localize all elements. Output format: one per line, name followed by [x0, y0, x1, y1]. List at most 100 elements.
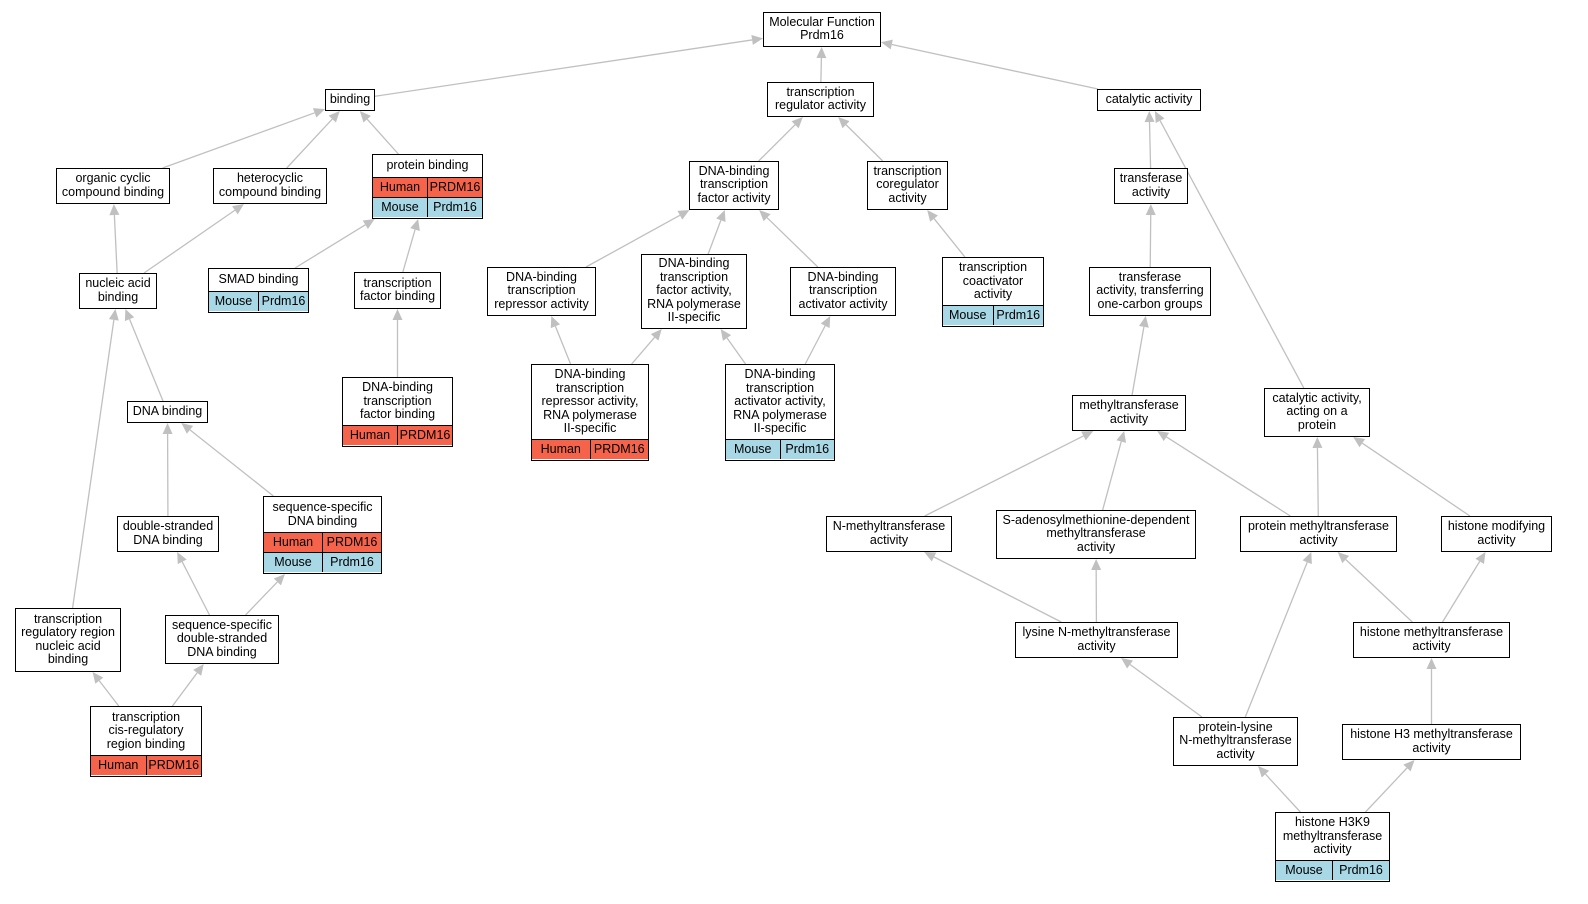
edge-arrowhead	[1353, 437, 1366, 448]
go-term-node[interactable]: histone modifying activity	[1441, 516, 1552, 552]
go-term-node[interactable]: transcription coregulator activity	[867, 161, 948, 210]
is-a-edge	[98, 680, 120, 707]
is-a-edge	[631, 336, 656, 365]
edge-arrowhead	[720, 329, 732, 341]
is-a-edge	[1345, 559, 1413, 623]
is-a-edge	[286, 118, 333, 169]
go-term-node[interactable]: catalytic activity, acting on a protein	[1264, 388, 1370, 437]
species-label: Human	[98, 757, 139, 772]
is-a-edge	[1159, 120, 1305, 389]
is-a-edge	[1361, 442, 1471, 517]
go-term-node[interactable]: DNA-binding transcription factor binding…	[342, 377, 453, 447]
is-a-edge	[374, 39, 753, 97]
go-term-label: lysine N-methyltransferase activity	[1022, 625, 1171, 653]
go-term-node[interactable]: transcription regulator activity	[767, 82, 874, 117]
go-term-node[interactable]: transferase activity, transferring one-c…	[1089, 267, 1211, 316]
go-term-label: transferase activity	[1119, 171, 1183, 199]
go-term-node[interactable]: transcription cis-regulatory region bind…	[90, 706, 202, 777]
is-a-edge	[924, 435, 1084, 517]
go-term-node[interactable]: heterocyclic compound binding	[213, 168, 327, 204]
edge-arrowhead	[273, 574, 285, 586]
go-term-node[interactable]: DNA-binding transcription repressor acti…	[531, 364, 649, 461]
go-term-node[interactable]: Molecular Function Prdm16	[763, 12, 881, 47]
species-label: Mouse	[381, 199, 419, 214]
go-term-node[interactable]: DNA-binding transcription activator acti…	[725, 364, 835, 461]
go-term-label: DNA-binding transcription repressor acti…	[494, 269, 589, 311]
go-term-label: binding	[329, 91, 371, 106]
species-label: Mouse	[948, 307, 987, 322]
mouse-annotation-row: Mouse Prdm16	[726, 439, 834, 459]
go-term-label: histone modifying activity	[1447, 519, 1546, 547]
species-label: Human	[349, 427, 391, 442]
edge-arrowhead	[1144, 111, 1155, 123]
go-term-node[interactable]: lysine N-methyltransferase activity	[1015, 622, 1178, 658]
edge-arrowhead	[838, 117, 850, 129]
go-term-label: transcription regulatory region nucleic …	[21, 611, 115, 666]
go-term-label: DNA-binding transcription factor binding	[359, 380, 436, 422]
edge-arrowhead	[550, 316, 561, 329]
go-term-node[interactable]: transcription factor binding	[354, 272, 441, 309]
go-term-label: transcription coregulator activity	[873, 163, 942, 205]
edge-arrowhead	[1138, 316, 1149, 328]
go-term-label: protein methyltransferase activity	[1247, 519, 1390, 547]
go-term-node[interactable]: histone H3 methyltransferase activity	[1342, 724, 1521, 760]
go-term-node[interactable]: transferase activity	[1114, 168, 1188, 204]
gene-symbol: Prdm16	[779, 440, 835, 459]
go-term-node[interactable]: binding	[325, 89, 375, 111]
is-a-edge	[1365, 767, 1408, 813]
go-term-label: organic cyclic compound binding	[61, 171, 165, 199]
go-term-label: transferase activity, transferring one-c…	[1096, 269, 1204, 311]
go-term-node[interactable]: methyltransferase activity	[1072, 395, 1186, 431]
go-term-node[interactable]: catalytic activity	[1097, 89, 1201, 111]
go-term-label: DNA binding	[132, 403, 203, 418]
edge-arrowhead	[162, 423, 173, 435]
go-term-node[interactable]: transcription regulatory region nucleic …	[15, 608, 121, 672]
edge-arrowhead	[1312, 437, 1323, 449]
go-term-node[interactable]: sequence-specific double-stranded DNA bi…	[165, 615, 279, 664]
go-term-node[interactable]: organic cyclic compound binding	[56, 168, 170, 204]
edge-arrowhead	[791, 117, 803, 129]
go-term-node[interactable]: DNA-binding transcription activator acti…	[790, 267, 896, 316]
gene-symbol: PRDM16	[397, 426, 452, 445]
edge-arrowhead	[108, 309, 119, 321]
go-term-node[interactable]: protein methyltransferase activity	[1240, 516, 1397, 552]
edge-arrowhead	[410, 219, 420, 231]
is-a-edge	[933, 556, 1062, 623]
species-label: Human	[540, 441, 581, 456]
edge-arrowhead	[716, 210, 726, 223]
is-a-edge	[181, 561, 211, 616]
gene-symbol: Prdm16	[992, 306, 1044, 325]
go-term-label: SMAD binding	[218, 272, 299, 287]
go-term-node[interactable]: protein-lysine N-methyltransferase activ…	[1173, 717, 1298, 766]
edge-arrowhead	[1145, 204, 1156, 216]
go-term-label: DNA-binding transcription factor activit…	[647, 256, 741, 325]
is-a-edge	[1148, 121, 1152, 169]
go-term-node[interactable]: S-adenosylmethionine-dependent methyltra…	[996, 510, 1196, 559]
go-term-node[interactable]: N-methyltransferase activity	[826, 516, 952, 552]
go-term-node[interactable]: DNA-binding transcription repressor acti…	[487, 267, 596, 316]
gene-symbol: PRDM16	[322, 533, 381, 552]
go-term-label: histone H3 methyltransferase activity	[1350, 727, 1513, 755]
go-term-node[interactable]: DNA-binding transcription factor activit…	[689, 161, 779, 210]
go-term-node[interactable]: nucleic acid binding	[79, 273, 157, 309]
species-label: Mouse	[733, 441, 772, 456]
edge-arrowhead	[1091, 559, 1102, 571]
go-term-node[interactable]: DNA-binding transcription factor activit…	[641, 254, 747, 329]
go-term-node[interactable]: double-stranded DNA binding	[117, 516, 219, 552]
edge-arrowhead	[1403, 760, 1415, 772]
go-term-label: double-stranded DNA binding	[122, 519, 214, 547]
go-term-node[interactable]: DNA binding	[127, 401, 208, 423]
go-term-node[interactable]: histone methyltransferase activity	[1353, 622, 1510, 658]
is-a-edge	[766, 217, 819, 268]
is-a-edge	[143, 209, 236, 274]
go-term-label: nucleic acid binding	[85, 276, 151, 304]
is-a-edge	[1166, 436, 1291, 517]
